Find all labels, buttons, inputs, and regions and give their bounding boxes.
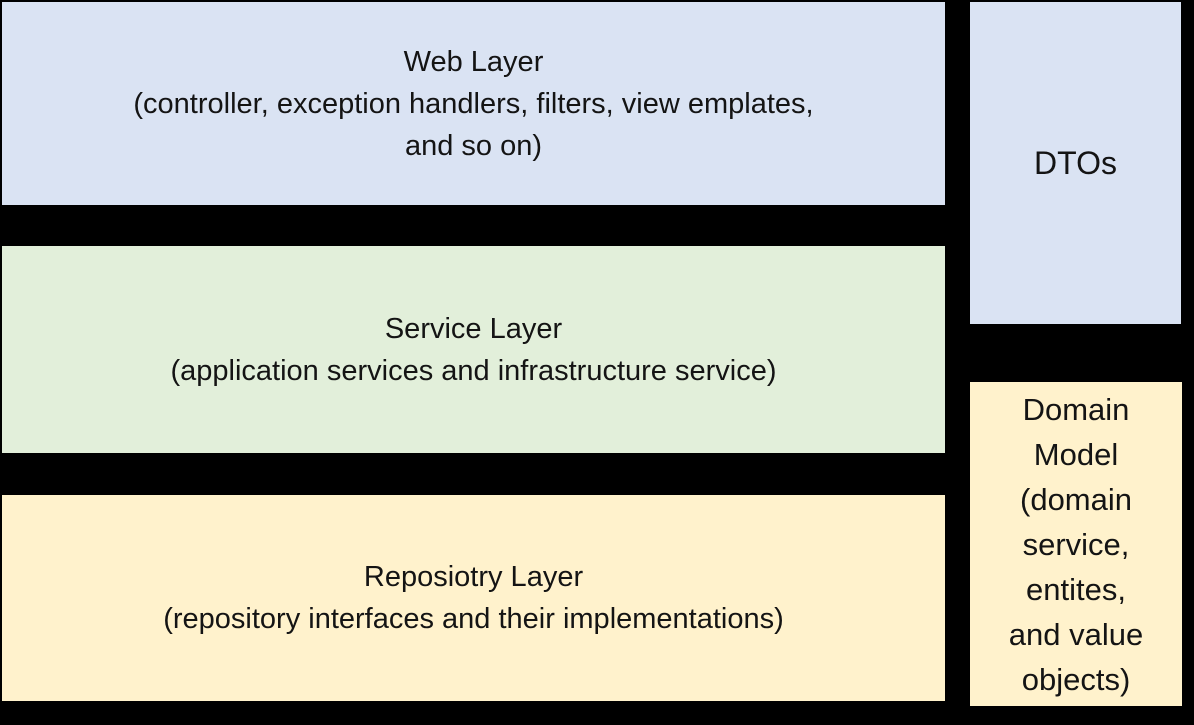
web-layer-box: Web Layer (controller, exception handler…	[2, 2, 945, 205]
web-layer-subtitle-line1: (controller, exception handlers, filters…	[133, 87, 814, 120]
domain-model-line: Model	[1033, 436, 1119, 472]
repository-layer-subtitle: (repository interfaces and their impleme…	[163, 603, 784, 635]
service-layer-title: Service Layer	[384, 312, 563, 345]
web-layer-subtitle-line2: and so on)	[404, 129, 543, 162]
dtos-label: DTOs	[1034, 144, 1117, 181]
domain-model-line: objects)	[1021, 661, 1131, 697]
service-layer-box: Service Layer (application services and …	[2, 246, 945, 453]
domain-model-line: Domain	[1022, 391, 1130, 427]
repository-layer-box: Reposiotry Layer (repository interfaces …	[2, 495, 945, 701]
domain-model-line: service,	[1022, 526, 1130, 562]
web-layer-title: Web Layer	[403, 45, 544, 78]
domain-model-line: (domain	[1020, 481, 1132, 517]
service-layer-subtitle: (application services and infrastructure…	[170, 354, 777, 387]
domain-model-line: entites,	[1026, 571, 1126, 607]
domain-model-box: Domain Model (domain service, entites, a…	[970, 382, 1182, 706]
dtos-box: DTOs	[970, 2, 1181, 324]
repository-layer-title: Reposiotry Layer	[363, 561, 584, 593]
domain-model-line: and value	[1008, 616, 1144, 652]
